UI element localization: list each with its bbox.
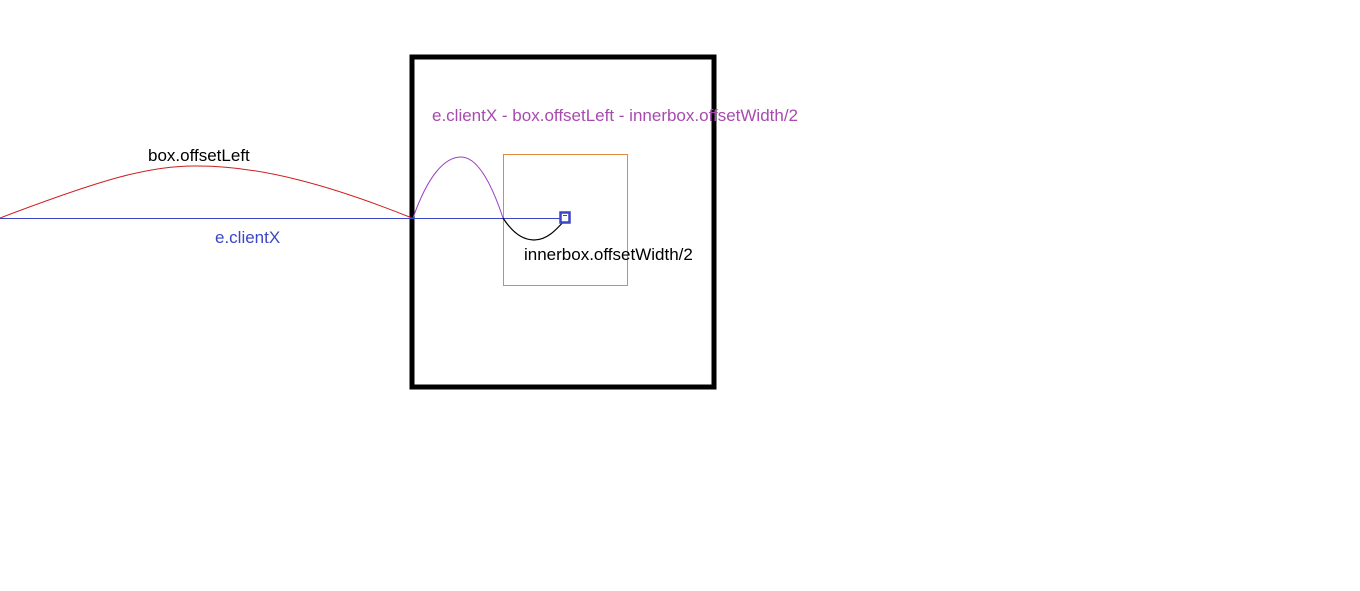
box-offset-left-label: box.offsetLeft bbox=[148, 146, 250, 165]
formula-curve bbox=[412, 156, 504, 219]
offset-left-curve bbox=[0, 165, 413, 219]
half-width-curve bbox=[502, 217, 566, 241]
cursor-marker bbox=[559, 211, 571, 224]
outer-box bbox=[409, 54, 717, 390]
formula-label: e.clientX - box.offsetLeft - innerbox.of… bbox=[432, 106, 798, 125]
inner-half-width-label: innerbox.offsetWidth/2 bbox=[524, 245, 693, 264]
inner-box bbox=[503, 154, 628, 286]
client-x-label: e.clientX bbox=[215, 228, 280, 247]
